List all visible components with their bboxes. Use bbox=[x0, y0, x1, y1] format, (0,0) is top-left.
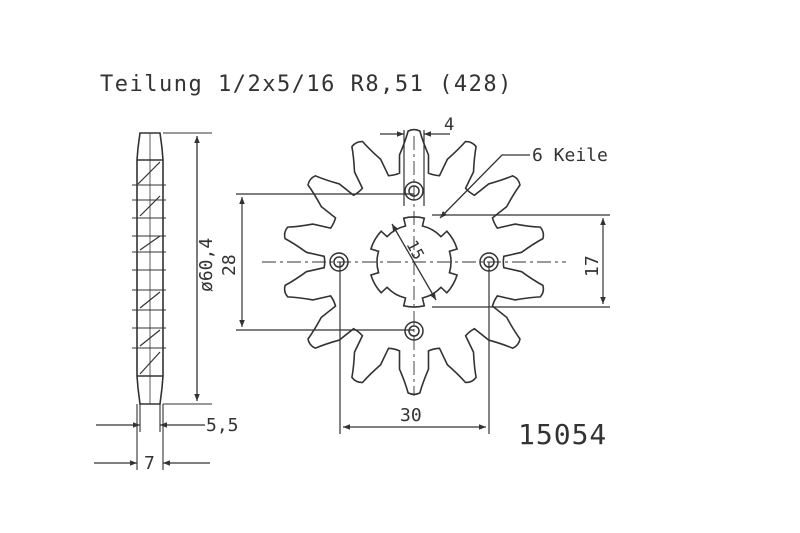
tooth-gap-label: 4 bbox=[444, 115, 454, 135]
outer-diameter-label: ø60,4 bbox=[196, 238, 217, 292]
spline-bore bbox=[369, 216, 459, 308]
front-view: 4 6 Keile 15 28 17 30 bbox=[219, 115, 610, 434]
spline-leader bbox=[439, 154, 530, 219]
bolt-pitch-horizontal-label: 30 bbox=[400, 405, 422, 426]
sprocket-outline bbox=[283, 128, 545, 396]
centre-lines bbox=[262, 136, 566, 396]
side-view bbox=[132, 132, 212, 470]
bolt-pitch-vertical-dimension bbox=[236, 193, 414, 331]
spline-height-label: 17 bbox=[582, 255, 603, 277]
bolt-hole-left bbox=[329, 252, 349, 272]
spline-diameter-label: 15 bbox=[402, 237, 428, 263]
bolt-hole-bottom bbox=[404, 321, 424, 341]
tooth-gap-dimension bbox=[380, 130, 450, 206]
part-number: 15054 bbox=[518, 418, 607, 451]
bolt-hole-top bbox=[404, 181, 424, 201]
bolt-pitch-horizontal-dimension bbox=[339, 262, 490, 434]
bolt-holes bbox=[329, 181, 499, 341]
spline-keys-label: 6 Keile bbox=[532, 145, 608, 166]
side-view-section-lines bbox=[132, 184, 166, 349]
bolt-pitch-vertical-label: 28 bbox=[219, 254, 240, 276]
tooth-width-label: 5,5 bbox=[206, 415, 239, 436]
side-view-diagonals bbox=[137, 161, 161, 375]
pitch-spec-text: Teilung 1/2x5/16 R8,51 (428) bbox=[100, 72, 513, 97]
spline-height-dimension bbox=[432, 214, 610, 308]
spline-diameter-dimension bbox=[391, 223, 437, 301]
hub-width-label: 7 bbox=[144, 453, 155, 474]
